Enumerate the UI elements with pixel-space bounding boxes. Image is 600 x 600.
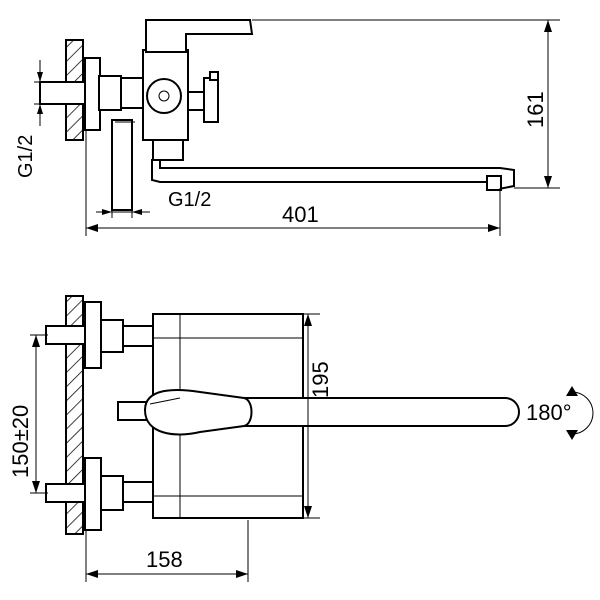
side-spout [151, 159, 515, 192]
side-flange [84, 57, 101, 131]
front-spout [229, 397, 520, 427]
side-nut [120, 77, 144, 109]
rotation-arrow [571, 391, 594, 435]
side-outlet-nut [152, 139, 184, 161]
side-aerator [486, 175, 502, 191]
side-view: 161 401 G1/2 G1/2 [15, 19, 560, 236]
rotation-label-180: 180° [526, 400, 572, 425]
dimension-height-161: 161 [523, 91, 548, 128]
side-diverter-knob [146, 78, 182, 114]
dimension-depth-158: 158 [146, 547, 183, 572]
front-view: 195 150±20 158 180° [8, 295, 594, 582]
front-lower-inlet-pipe [45, 483, 89, 503]
front-upper-connector [122, 325, 154, 347]
dimension-height-195: 195 [308, 361, 333, 398]
front-wall-section [65, 295, 84, 535]
front-upper-nut [100, 319, 124, 353]
side-lower-stub [111, 119, 133, 211]
side-diverter-button [203, 77, 219, 123]
front-lower-nut [100, 475, 124, 511]
dimension-spacing-150: 150±20 [8, 405, 33, 478]
side-eccentric-body [98, 75, 122, 111]
thread-label-horizontal: G1/2 [168, 189, 211, 211]
side-inlet-pipe [39, 81, 91, 105]
side-handle-lever [145, 19, 254, 53]
front-handle-lever [143, 389, 253, 436]
front-upper-flange [84, 301, 102, 369]
thread-label-vertical: G1/2 [15, 135, 37, 178]
dimension-length-401: 401 [282, 202, 319, 227]
front-lower-flange [84, 457, 102, 531]
front-lower-connector [122, 481, 154, 503]
front-upper-inlet-pipe [45, 325, 89, 345]
front-diverter-nub [117, 401, 149, 421]
